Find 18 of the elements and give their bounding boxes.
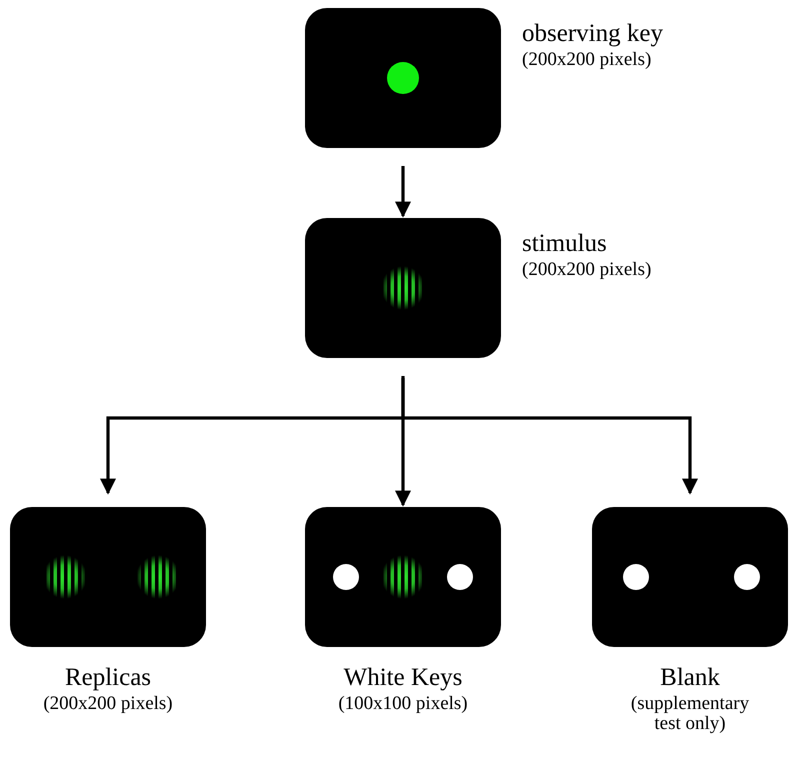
screen-panel bbox=[305, 8, 501, 148]
screen-panel bbox=[305, 507, 501, 647]
arrow bbox=[395, 166, 411, 218]
screen-label: stimulus bbox=[522, 230, 608, 258]
screen-label: observing key bbox=[522, 20, 664, 48]
screen-label: Replicas bbox=[64, 664, 152, 692]
screen-panel bbox=[10, 507, 206, 647]
size-note: (100x100 pixels) bbox=[337, 694, 469, 714]
screen-panel bbox=[305, 218, 501, 358]
size-note: (200x200 pixels) bbox=[42, 694, 174, 714]
size-note: (200x200 pixels) bbox=[522, 50, 652, 70]
screen-label: White Keys bbox=[342, 664, 464, 692]
arrow bbox=[401, 378, 698, 495]
screen-panel bbox=[592, 507, 788, 647]
screen-label: Blank bbox=[659, 664, 721, 692]
arrow bbox=[395, 376, 411, 507]
size-note: (200x200 pixels) bbox=[522, 260, 652, 280]
size-note: (supplementary test only) bbox=[630, 694, 750, 736]
